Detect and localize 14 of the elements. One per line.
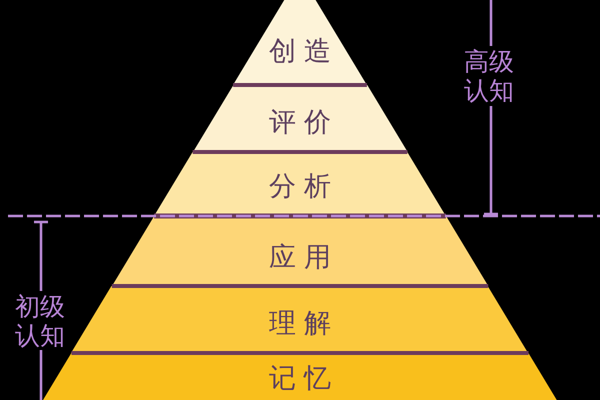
level-label: 初级认知 [15, 293, 65, 350]
pyramid-tier [71, 286, 529, 353]
level-label: 高级认知 [464, 48, 514, 105]
pyramid-tier [43, 353, 557, 400]
tier-label: 理解 [268, 310, 340, 336]
tier-label: 创造 [268, 38, 340, 64]
pyramid-tier [192, 85, 408, 152]
tier-label: 评价 [268, 108, 340, 136]
pyramid-tier [154, 152, 446, 216]
tier-label: 应用 [268, 244, 340, 270]
pyramid-tier [112, 216, 488, 286]
tier-label: 记忆 [268, 364, 340, 392]
pyramid-tier [233, 0, 367, 85]
tier-label: 分析 [268, 172, 340, 200]
